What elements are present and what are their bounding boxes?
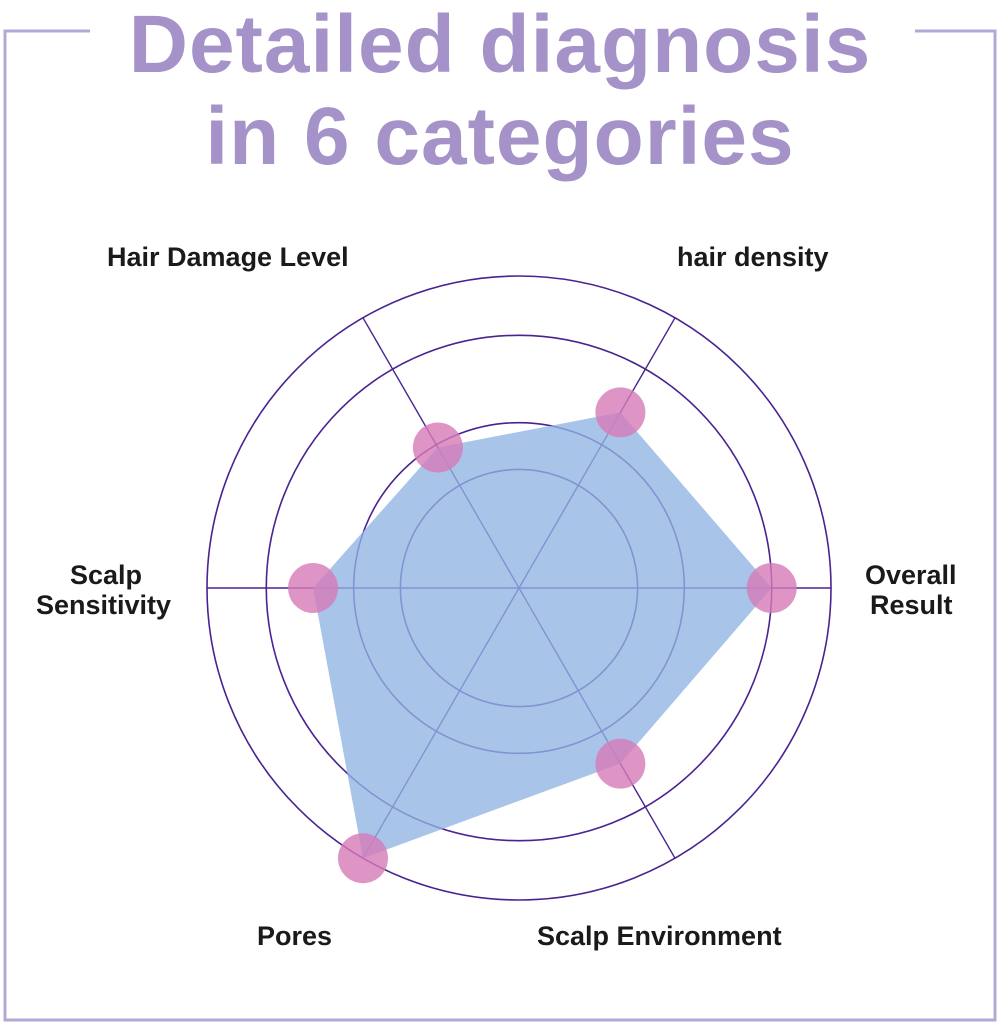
label-scalp-sensitivity-1: Scalp [70, 560, 143, 590]
label-scalp-environment: Scalp Environment [537, 921, 782, 951]
label-hair-damage-level: Hair Damage Level [107, 242, 349, 272]
data-point-scalp-environment [595, 738, 646, 789]
title-line-2: in 6 categories [205, 91, 795, 182]
label-hair-density: hair density [677, 242, 829, 272]
data-area [313, 412, 772, 859]
title-line-1: Detailed diagnosis [128, 0, 872, 90]
data-point-hair-density [595, 387, 646, 438]
data-point-pores [338, 833, 388, 884]
label-pores: Pores [257, 921, 333, 951]
data-point-overall-result [746, 563, 797, 613]
label-overall-result-2: Result [870, 590, 953, 620]
label-overall-result-1: Overall [865, 560, 957, 590]
data-point-hair-damage-level [412, 422, 463, 473]
label-scalp-sensitivity-2: Sensitivity [36, 590, 172, 620]
data-point-scalp-sensitivity [288, 563, 339, 613]
